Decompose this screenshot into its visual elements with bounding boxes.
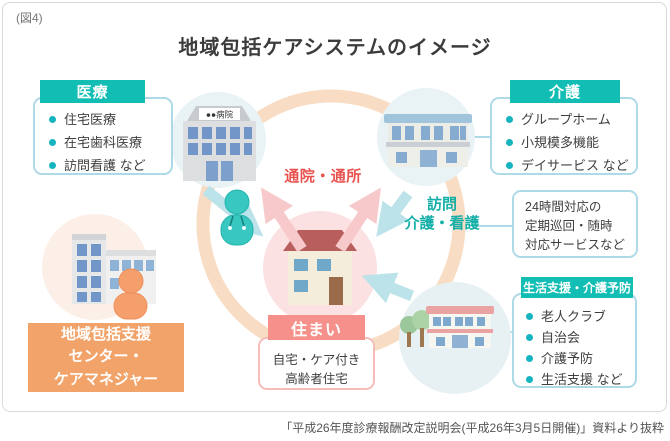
medical-items: 住宅医療 在宅歯科医療 訪問看護 など [47,108,163,177]
support-center-label: 地域包括支援 センター・ ケアマネジャー [28,323,184,392]
list-item: グループホーム [504,108,630,131]
housing-header: 住まい [268,315,365,340]
community-building-icon [400,306,494,348]
hospital-icon: ●●病院 [183,106,256,181]
list-item: 住宅医療 [47,108,163,131]
housing-box: 自宅・ケア付き 高齢者住宅 [258,337,375,390]
nurse-icon [220,189,254,246]
list-item: 自治会 [524,327,631,348]
figure-label: (図4) [16,11,43,25]
nursing-box: グループホーム 小規模多機能 デイサービス など [490,97,638,175]
list-item: 老人クラブ [524,306,631,327]
visit-care-label: 訪問 介護・看護 [404,196,480,232]
hospital-sign: ●●病院 [206,110,234,120]
care-manager-icon [113,268,148,320]
nursing-header: 介護 [510,80,620,103]
source-caption: 「平成26年度診療報酬改定説明会(平成26年3月5日開催)」資料より抜粋 [280,421,664,435]
medical-box: 住宅医療 在宅歯科医療 訪問看護 など [33,97,173,175]
nursing-facility-icon [384,114,472,167]
list-item: 介護予防 [524,348,631,369]
life-support-items: 老人クラブ 自治会 介護予防 生活支援 など [524,306,631,390]
list-item: 在宅歯科医療 [47,131,163,154]
visit-arrow-from-community [361,272,415,304]
nursing-items: グループホーム 小規模多機能 デイサービス など [504,108,630,177]
life-support-box: 老人クラブ 自治会 介護予防 生活支援 など [512,293,637,388]
medical-header: 医療 [40,80,145,103]
outpatient-arrow-to-facility [335,187,381,253]
list-item: 小規模多機能 [504,131,630,154]
life-support-header: 生活支援・介護予防 [521,277,633,298]
list-item: 生活支援 など [524,369,631,390]
figure-frame [2,2,667,412]
list-item: 訪問看護 など [47,154,163,177]
visit-arrow-from-facility [376,190,413,237]
diagram-canvas: ●●病院 [42,88,514,394]
outpatient-arrow-to-hospital [261,187,307,253]
outpatient-label: 通院・通所 [284,168,362,185]
page-title: 地域包括ケアシステムのイメージ [178,37,492,59]
service24-box: 24時間対応の 定期巡回・随時 対応サービスなど [512,190,638,258]
list-item: デイサービス など [504,154,630,177]
